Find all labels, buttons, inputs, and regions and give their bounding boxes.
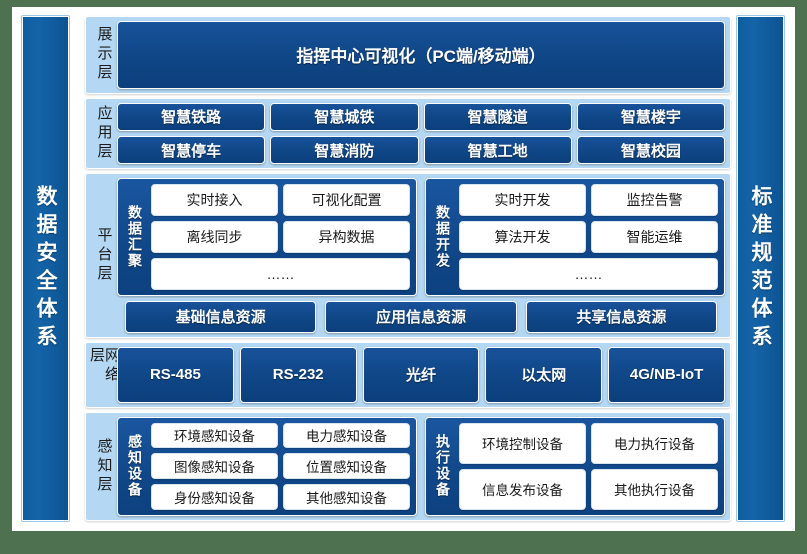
- layer-platform: 平台层 数据汇聚 实时接入 可视化配置 离线同步: [85, 173, 731, 338]
- app-item-smart-fire[interactable]: 智慧消防: [270, 135, 419, 165]
- layer-body-application: 智慧铁路 智慧城铁 智慧隧道 智慧楼宇 智慧停车 智慧消防 智慧工地 智慧校园: [117, 102, 725, 165]
- layer-label-application: 应用层: [95, 104, 113, 162]
- layer-sensing: 感知层 感知设备 环境感知设备 电力感知设备 图像感知设备: [85, 411, 731, 521]
- sidebar-standards: 标准规范体系: [737, 16, 784, 521]
- platform-cell-algorithm-dev[interactable]: 算法开发: [459, 221, 586, 254]
- app-item-smart-metro[interactable]: 智慧城铁: [270, 102, 419, 131]
- resource-app-info[interactable]: 应用信息资源: [325, 301, 517, 333]
- actuator-cell-info-release[interactable]: 信息发布设备: [459, 468, 586, 510]
- platform-cell-offline-sync[interactable]: 离线同步: [151, 221, 278, 254]
- layer-body-network: RS-485 RS-232 光纤 以太网 4G/NB-IoT: [117, 346, 725, 403]
- sensor-cell-other[interactable]: 其他感知设备: [283, 484, 410, 510]
- platform-cell-visual-config[interactable]: 可视化配置: [283, 184, 410, 217]
- sidebar-data-security: 数据安全体系: [22, 16, 69, 521]
- layer-label-platform: 平台层: [95, 226, 113, 284]
- app-item-smart-tunnel[interactable]: 智慧隧道: [423, 102, 572, 131]
- network-item-rs485[interactable]: RS-485: [117, 346, 234, 403]
- sensing-groups: 感知设备 环境感知设备 电力感知设备 图像感知设备 位置感知设备 身份感知设备 …: [117, 416, 725, 516]
- platform-group-data-aggregation: 数据汇聚 实时接入 可视化配置 离线同步 异构数据 ……: [117, 178, 417, 297]
- app-item-smart-worksite[interactable]: 智慧工地: [423, 135, 572, 165]
- platform-cell-aggregation-more[interactable]: ……: [151, 258, 410, 291]
- app-item-smart-parking[interactable]: 智慧停车: [117, 135, 266, 165]
- network-item-rs232[interactable]: RS-232: [239, 346, 357, 403]
- sensor-cell-location[interactable]: 位置感知设备: [283, 453, 410, 480]
- app-item-smart-campus[interactable]: 智慧校园: [576, 135, 725, 165]
- application-grid: 智慧铁路 智慧城铁 智慧隧道 智慧楼宇 智慧停车 智慧消防 智慧工地 智慧校园: [117, 102, 725, 165]
- sensing-cells-sensors: 环境感知设备 电力感知设备 图像感知设备 位置感知设备 身份感知设备 其他感知设…: [151, 422, 410, 510]
- platform-cell-smart-ops[interactable]: 智能运维: [591, 221, 718, 254]
- platform-cells-development: 实时开发 监控告警 算法开发 智能运维 ……: [459, 184, 718, 291]
- sensor-cell-power[interactable]: 电力感知设备: [283, 422, 410, 449]
- sensing-group-label-sensors: 感知设备: [127, 434, 143, 499]
- platform-group-data-development: 数据开发 实时开发 监控告警 算法开发 智能运维 ……: [425, 178, 725, 297]
- platform-cell-development-more[interactable]: ……: [459, 258, 718, 291]
- resource-basic-info[interactable]: 基础信息资源: [125, 301, 317, 333]
- platform-cell-monitor-alert[interactable]: 监控告警: [591, 184, 718, 217]
- actuator-cell-environment-control[interactable]: 环境控制设备: [459, 422, 586, 464]
- platform-groups: 数据汇聚 实时接入 可视化配置 离线同步 异构数据 ……: [117, 178, 725, 297]
- platform-cell-heterogeneous[interactable]: 异构数据: [283, 221, 410, 254]
- layer-label-sensing: 感知层: [95, 437, 113, 495]
- sidebar-right-label: 标准规范体系: [749, 184, 772, 353]
- diagram-frame: 数据安全体系 标准规范体系 展示层 指挥中心可视化（PC端/移动端） 应用层: [12, 7, 795, 531]
- sensor-cell-environment[interactable]: 环境感知设备: [151, 422, 278, 449]
- sensing-cells-actuators: 环境控制设备 电力执行设备 信息发布设备 其他执行设备: [459, 422, 718, 510]
- sensing-group-label-actuators: 执行设备: [435, 434, 451, 499]
- network-item-4g-nbiot[interactable]: 4G/NB-IoT: [608, 346, 725, 403]
- platform-group-label-development: 数据开发: [435, 205, 451, 270]
- sensing-group-actuators: 执行设备 环境控制设备 电力执行设备 信息发布设备 其他执行设备: [425, 416, 725, 516]
- sensor-cell-image[interactable]: 图像感知设备: [151, 453, 278, 480]
- layer-presentation: 展示层 指挥中心可视化（PC端/移动端）: [85, 16, 731, 94]
- platform-group-label-aggregation: 数据汇聚: [127, 205, 143, 270]
- layer-network: 网络层 RS-485 RS-232 光纤 以太网 4G/NB-IoT: [85, 341, 731, 408]
- app-item-smart-building[interactable]: 智慧楼宇: [576, 102, 725, 131]
- layer-application: 应用层 智慧铁路 智慧城铁 智慧隧道 智慧楼宇 智慧停车 智慧消防 智慧工地 智…: [85, 97, 731, 170]
- app-item-smart-railway[interactable]: 智慧铁路: [117, 102, 266, 131]
- actuator-cell-power[interactable]: 电力执行设备: [591, 422, 718, 464]
- layer-stack: 展示层 指挥中心可视化（PC端/移动端） 应用层 智慧铁路 智慧城铁 智慧隧道 …: [85, 16, 731, 521]
- platform-cells-aggregation: 实时接入 可视化配置 离线同步 异构数据 ……: [151, 184, 410, 291]
- network-item-fiber[interactable]: 光纤: [362, 346, 480, 403]
- layer-label-presentation: 展示层: [95, 26, 113, 84]
- presentation-banner[interactable]: 指挥中心可视化（PC端/移动端）: [117, 21, 725, 89]
- actuator-cell-other[interactable]: 其他执行设备: [591, 468, 718, 510]
- resource-shared-info[interactable]: 共享信息资源: [525, 301, 717, 333]
- layer-label-network: 网络层: [88, 346, 120, 385]
- sidebar-left-label: 数据安全体系: [34, 184, 57, 353]
- platform-cell-realtime-dev[interactable]: 实时开发: [459, 184, 586, 217]
- layer-body-sensing: 感知设备 环境感知设备 电力感知设备 图像感知设备 位置感知设备 身份感知设备 …: [117, 416, 725, 516]
- sensor-cell-identity[interactable]: 身份感知设备: [151, 484, 278, 510]
- platform-cell-realtime-ingest[interactable]: 实时接入: [151, 184, 278, 217]
- network-item-ethernet[interactable]: 以太网: [485, 346, 603, 403]
- network-grid: RS-485 RS-232 光纤 以太网 4G/NB-IoT: [117, 346, 725, 403]
- platform-resources: 基础信息资源 应用信息资源 共享信息资源: [117, 301, 725, 333]
- sensing-group-sensors: 感知设备 环境感知设备 电力感知设备 图像感知设备 位置感知设备 身份感知设备 …: [117, 416, 417, 516]
- layer-body-presentation: 指挥中心可视化（PC端/移动端）: [117, 21, 725, 89]
- layer-body-platform: 数据汇聚 实时接入 可视化配置 离线同步 异构数据 ……: [117, 178, 725, 333]
